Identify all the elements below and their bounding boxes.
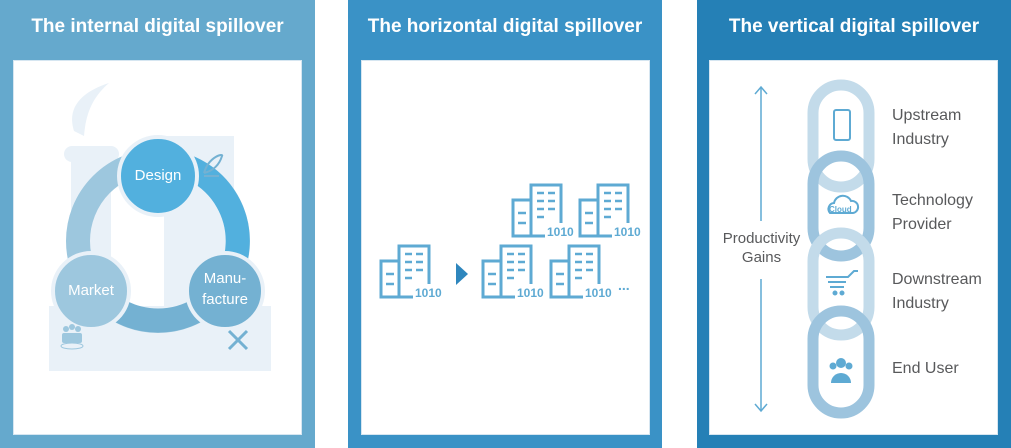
productivity-arrow (754, 85, 768, 413)
manufacture-label-line2: facture (202, 291, 248, 308)
buildings-diagram (379, 183, 642, 301)
chain-link (807, 227, 875, 341)
vertical-spillover-panel: The vertical digital spillover Cloud Pro… (697, 0, 1011, 448)
internal-spillover-panel: The internal digital spillover Design Ma… (0, 0, 315, 448)
market-label: Market (68, 282, 114, 299)
code-label: 1010 (547, 225, 574, 239)
tools-icon (227, 329, 249, 351)
axis-label-line1: Productivity (722, 230, 801, 247)
code-label: 1010 (415, 286, 442, 300)
smartphone-icon (833, 109, 851, 141)
panel-content: 1010 1010 1010 1010 1010 ... (361, 60, 650, 435)
ellipsis: ... (618, 277, 630, 293)
horizontal-spillover-panel: The horizontal digital spillover 1010 10… (348, 0, 662, 448)
panel-title: The horizontal digital spillover (367, 16, 643, 37)
shopping-cart-icon (826, 270, 858, 296)
chain-link (807, 150, 875, 262)
cycle-diagram (49, 83, 271, 371)
panel-title: The internal digital spillover (31, 16, 284, 37)
people-icon (60, 324, 84, 350)
manufacture-node (185, 251, 265, 331)
value-chain (754, 79, 875, 419)
axis-label-line2: Gains (741, 249, 782, 266)
chain-link (807, 305, 875, 419)
panel-title: The vertical digital spillover (728, 16, 980, 37)
arrow-right-icon (456, 263, 468, 285)
code-label: 1010 (517, 286, 544, 300)
code-label: 1010 (614, 225, 641, 239)
cloud-icon (827, 194, 860, 214)
productivity-gains-label: Productivity Gains (710, 229, 813, 267)
design-label: Design (134, 167, 182, 184)
manufacture-label: Manu- facture (187, 268, 263, 310)
manufacture-label-line1: Manu- (203, 270, 247, 287)
code-label: 1010 (585, 286, 612, 300)
chain-link (807, 79, 875, 193)
panel-content: Design Market Manu- facture (13, 60, 302, 435)
design-node (117, 135, 199, 217)
users-icon (829, 358, 853, 383)
link-label-end-user: End User (892, 360, 959, 377)
cloud-label: Cloud (829, 205, 852, 214)
market-node (51, 251, 131, 331)
feather-icon (203, 154, 224, 177)
